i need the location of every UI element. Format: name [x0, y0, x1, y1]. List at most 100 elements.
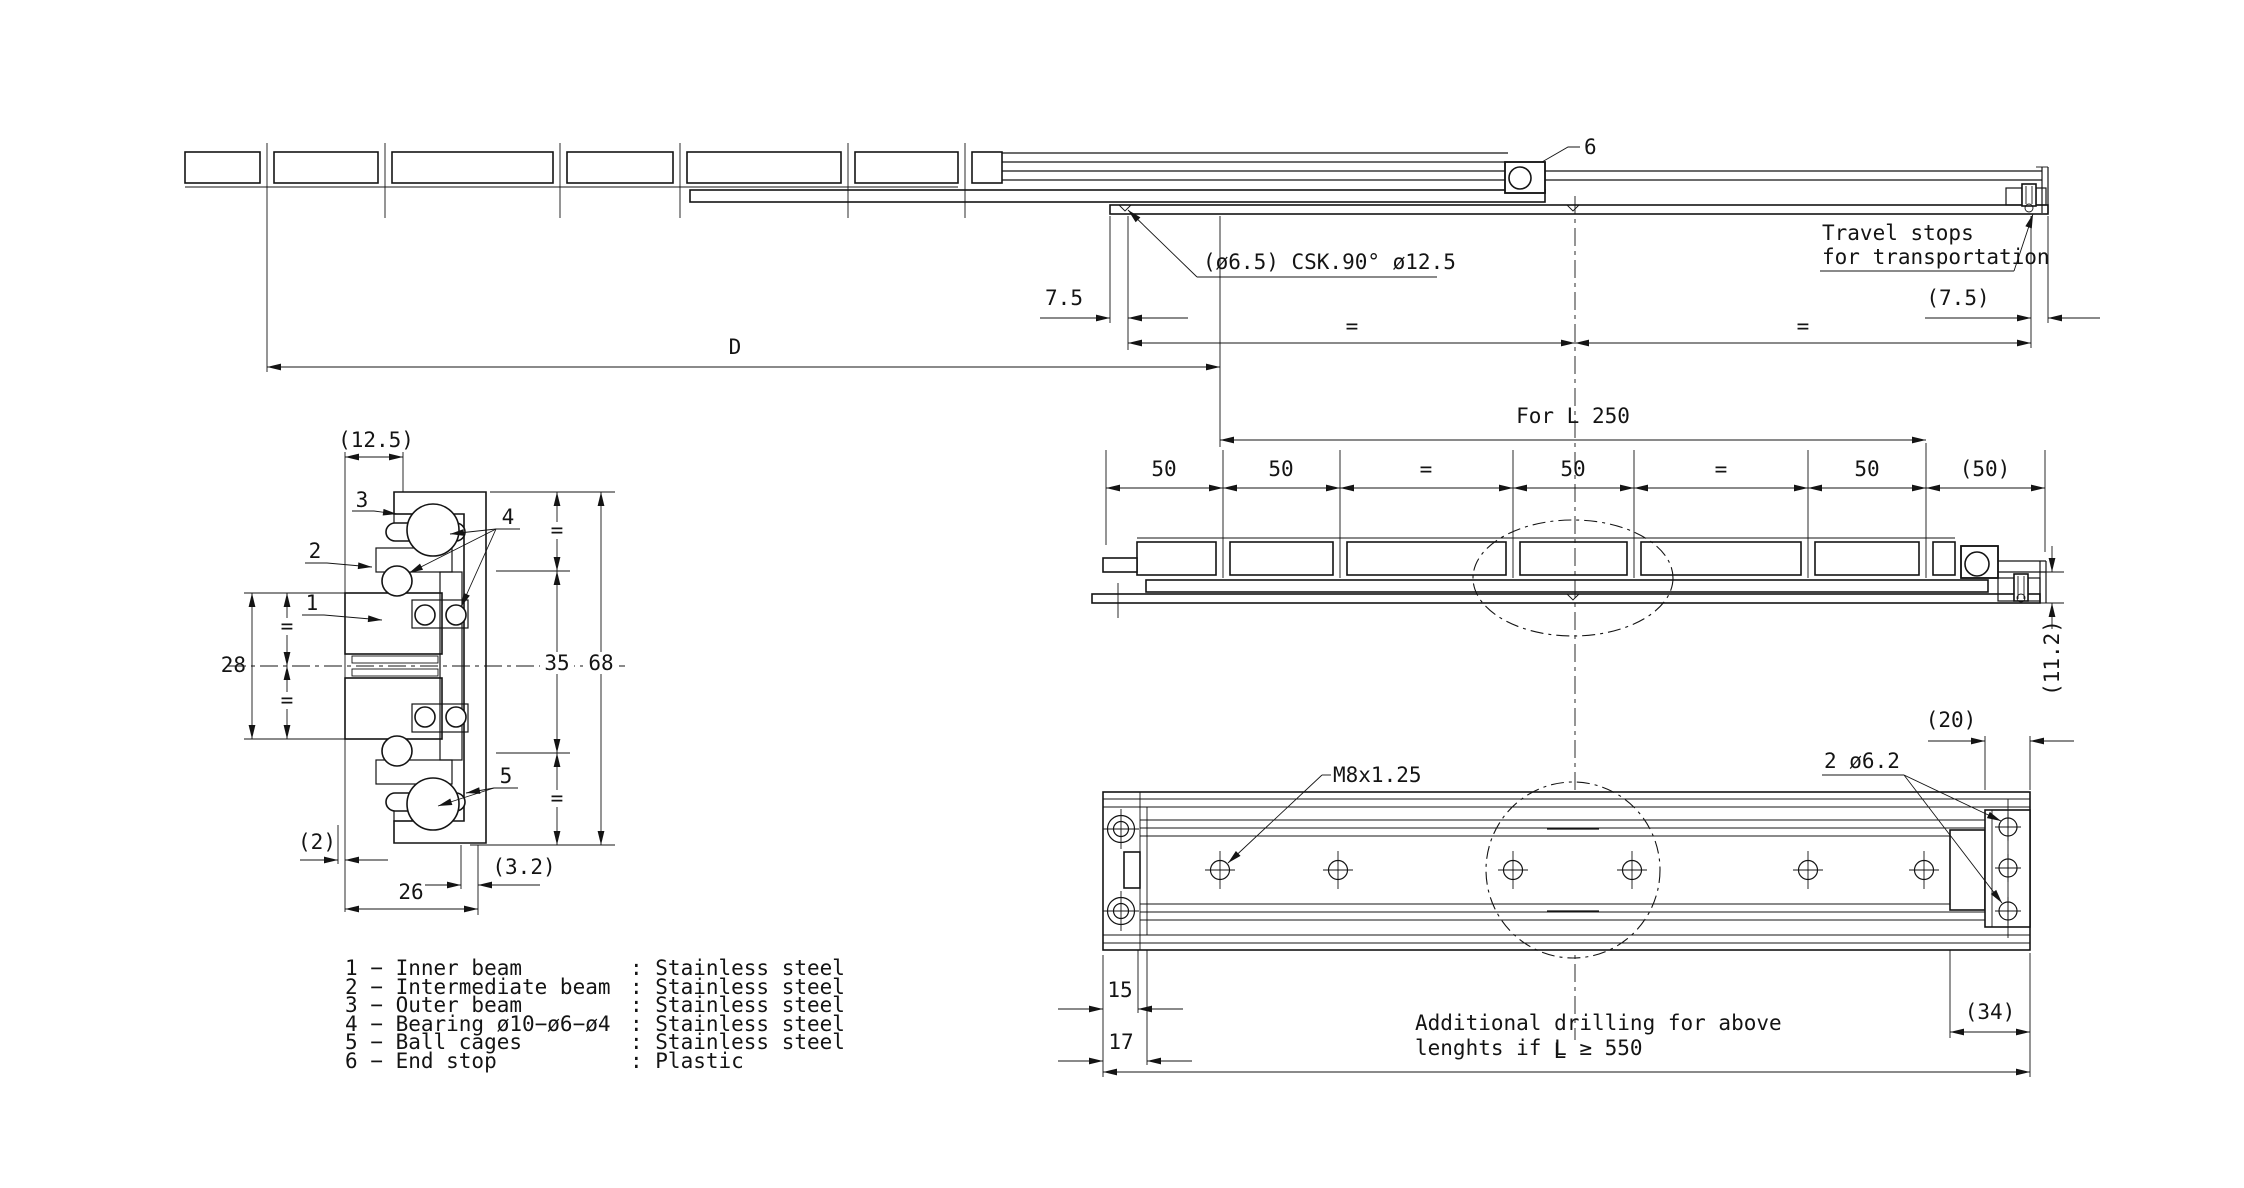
side-view-closed-slide: For L 250 50 50 = 50 = 50 (50) — [1091, 404, 2064, 696]
dim-68-label: 68 — [588, 651, 613, 675]
dim-7-5-ref-label: (7.5) — [1926, 286, 1989, 310]
dim-28: 28 = = — [221, 592, 350, 740]
callout-6-label: 6 — [1584, 135, 1597, 159]
parts-item-4: 4 − Bearing ø10−ø6−ø4 — [345, 1012, 611, 1036]
plan-view: M8x1.25 2 ø6.2 (20) (34) 15 17 — [1058, 708, 2074, 1077]
drill-note-line1: Additional drilling for above — [1415, 1011, 1782, 1035]
csk-note: (ø6.5) CSK.90° ø12.5 — [1127, 209, 1456, 278]
dim-d-label: D — [729, 335, 742, 359]
m8-holes — [1205, 851, 1939, 889]
csk-hole-notches — [1118, 204, 1580, 212]
plan-rail-lines — [1103, 792, 2030, 950]
parts-list: 1 − Inner beam : Stainless steel 2 − Int… — [345, 956, 845, 1073]
hole-note: 2 ø6.2 — [1822, 749, 2003, 904]
dim-34: (34) — [1949, 950, 2031, 1077]
dim-12-5-label: (12.5) — [338, 428, 414, 452]
thread-note: M8x1.25 — [1227, 763, 1422, 864]
dim-11-2-label: (11.2) — [2040, 620, 2064, 696]
callout-2-label: 2 — [309, 539, 322, 563]
intermediate-beam-strip — [689, 189, 1546, 203]
inner-beam-side — [1136, 541, 1956, 576]
travel-note-line1: Travel stops — [1822, 221, 1974, 245]
dim-3-2-label: (3.2) — [492, 855, 555, 879]
detail-ellipse-side — [1472, 519, 1674, 637]
travel-note-line2: for transportation — [1822, 245, 2050, 269]
parts-material-5: : Stainless steel — [630, 1030, 845, 1054]
dim-l-label: L — [1554, 1039, 1567, 1063]
inner-beam-left-tab — [1102, 557, 1138, 573]
top-view-extended-slide: D 7.5 = = (7.5) (ø6.5) CSK.90° ø12.5 6 T… — [184, 135, 2100, 447]
dim-34-label: (34) — [1965, 1000, 2016, 1024]
dim-20: (20) — [1926, 708, 2074, 790]
left-cap-holes — [1103, 809, 1141, 931]
bearings-section — [381, 503, 467, 831]
csk-note-label: (ø6.5) CSK.90° ø12.5 — [1203, 250, 1456, 274]
parts-material-6: : Plastic — [630, 1049, 744, 1073]
callout-5-label: 5 — [500, 764, 513, 788]
dim-eq-right-label: = — [1797, 314, 1810, 338]
csk-notch-side — [1566, 593, 1580, 601]
callout-4-label: 4 — [502, 505, 515, 529]
dim-26: 26 — [345, 880, 478, 913]
dim-2-label: (2) — [298, 830, 336, 854]
dim-26-label: 26 — [398, 880, 423, 904]
chain-dim-0: 50 — [1151, 457, 1176, 481]
dim-for-l-label: For L 250 — [1516, 404, 1630, 428]
section-callouts: 3 2 1 4 5 — [302, 488, 520, 807]
parts-item-6: 6 − End stop — [345, 1049, 497, 1073]
end-stop — [1504, 161, 1546, 194]
parts-item-3: 3 − Outer beam — [345, 993, 522, 1017]
right-bracket — [1984, 799, 2031, 938]
dim-3-2: (3.2) — [425, 845, 556, 915]
dim-eq-35b: = — [551, 786, 564, 810]
chain-dim-2: = — [1420, 457, 1433, 481]
dim-17-label: 17 — [1108, 1030, 1133, 1054]
dim-eq-35a: = — [551, 518, 564, 542]
dim-7-5-label: 7.5 — [1045, 286, 1083, 310]
outer-beam-strip — [1109, 204, 2049, 215]
inner-beam-segments — [184, 151, 1003, 184]
chain-dim-1: 50 — [1268, 457, 1293, 481]
chain-dim-3: 50 — [1560, 457, 1585, 481]
hole-note-label: 2 ø6.2 — [1824, 749, 1900, 773]
travel-stops-note: Travel stops for transportation — [1820, 213, 2050, 272]
dim-eq-28b: = — [281, 688, 294, 712]
dim-l: L — [1103, 1039, 2030, 1076]
thread-note-label: M8x1.25 — [1333, 763, 1422, 787]
dim-eq-left-label: = — [1346, 314, 1359, 338]
chain-extension-lines — [1105, 443, 2046, 578]
dim-35-label: 35 — [544, 651, 569, 675]
dim-28-label: 28 — [221, 653, 246, 677]
end-stop-side — [1960, 545, 2047, 603]
dim-15-label: 15 — [1107, 978, 1132, 1002]
cage-tick-lines — [266, 143, 966, 218]
dim-11-2: (11.2) — [2032, 546, 2064, 696]
intermediate-beam-side — [1145, 579, 1989, 593]
callout-3-label: 3 — [356, 488, 369, 512]
dim-35-68: = = 35 68 — [470, 491, 619, 846]
dim-2: (2) — [298, 825, 388, 864]
dim-eq-28a: = — [281, 614, 294, 638]
travel-stop — [2005, 166, 2049, 213]
drill-note-line2: lenghts if L ≥ 550 — [1415, 1036, 1643, 1060]
parts-item-5: 5 − Ball cages — [345, 1030, 522, 1054]
parts-material-2: : Stainless steel — [630, 975, 845, 999]
dim-20-label: (20) — [1926, 708, 1977, 732]
parts-item-1: 1 − Inner beam — [345, 956, 522, 980]
chain-dim-5: 50 — [1854, 457, 1879, 481]
chain-dimension: 50 50 = 50 = 50 (50) — [1106, 457, 2045, 492]
callout-6: 6 — [1541, 135, 1597, 163]
outer-beam-side — [1091, 593, 2041, 604]
parts-material-4: : Stainless steel — [630, 1012, 845, 1036]
chain-dim-4: = — [1715, 457, 1728, 481]
callout-1-label: 1 — [306, 591, 319, 615]
parts-material-3: : Stainless steel — [630, 993, 845, 1017]
dim-15-17: 15 17 — [1058, 950, 1192, 1077]
cross-section-view: (12.5) 28 — [221, 428, 625, 915]
parts-material-1: : Stainless steel — [630, 956, 845, 980]
chain-dim-6: (50) — [1960, 457, 2011, 481]
drill-note: Additional drilling for above lenghts if… — [1415, 1011, 1782, 1060]
detail-circle-plan — [1485, 781, 1661, 959]
